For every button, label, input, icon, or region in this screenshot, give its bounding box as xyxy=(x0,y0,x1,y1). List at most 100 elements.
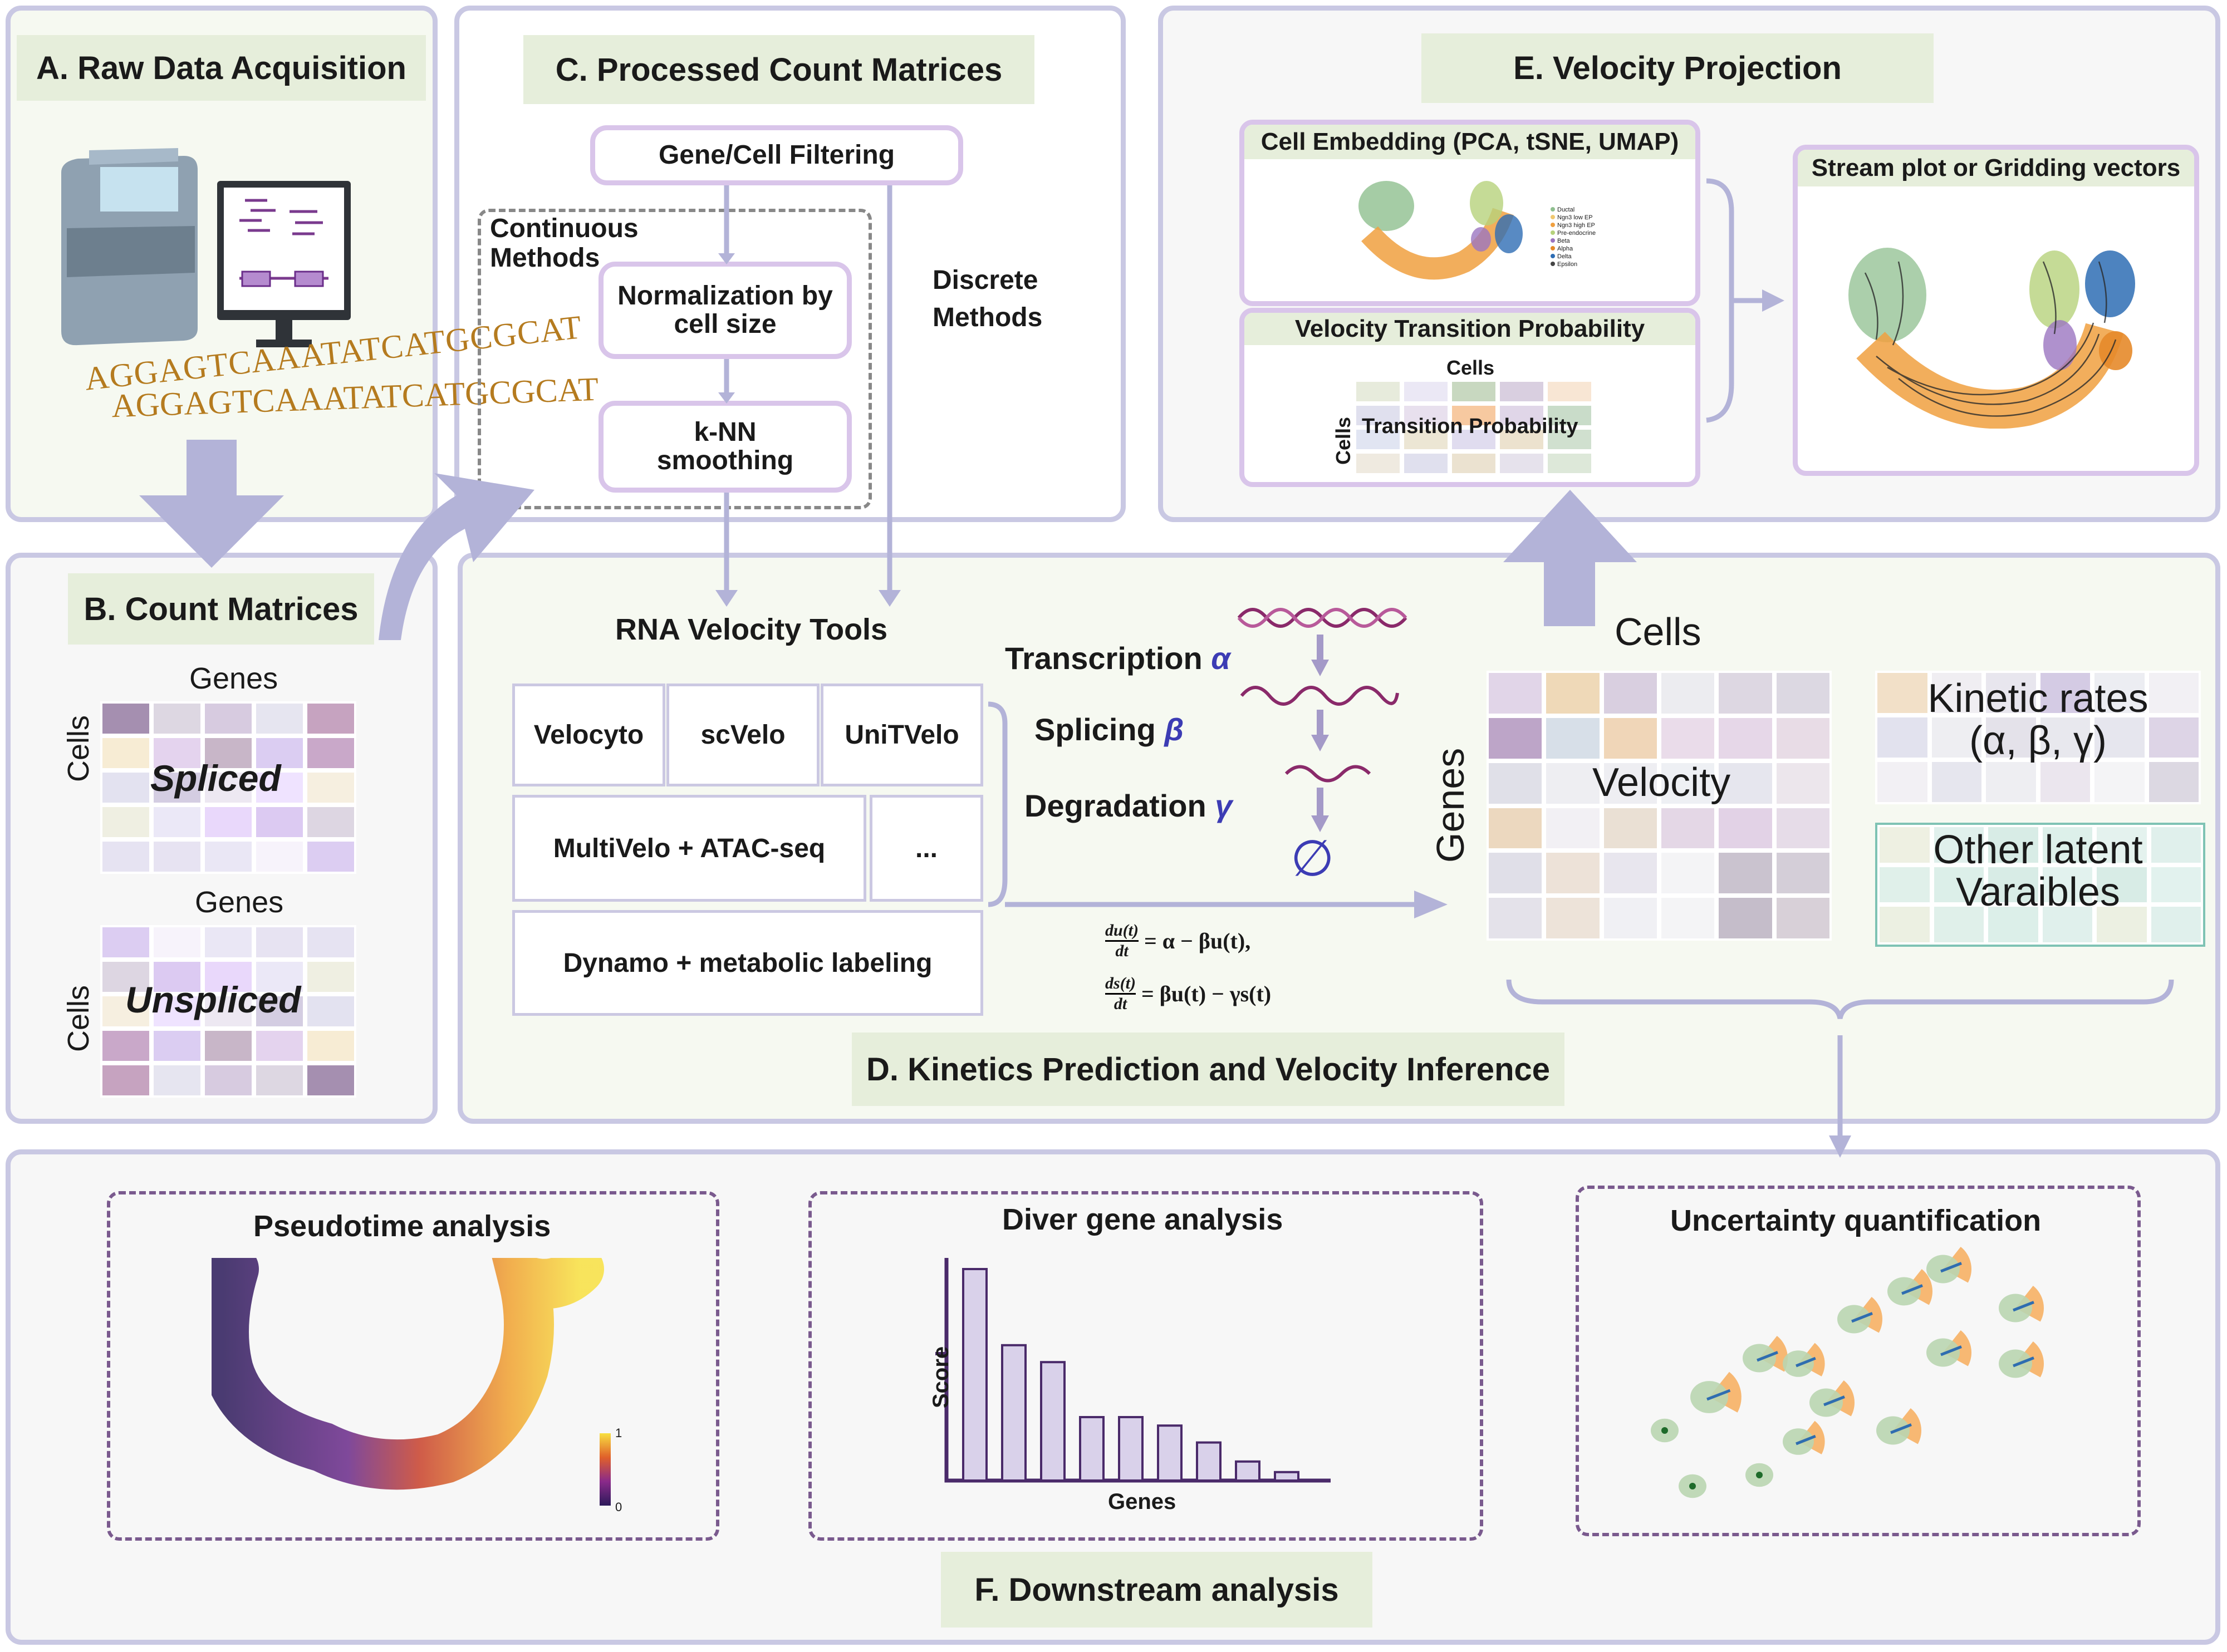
velocity-arrow xyxy=(1796,1434,1816,1446)
matrix-cell xyxy=(1929,671,1984,715)
matrix-cell xyxy=(1498,380,1546,404)
matrix-cell xyxy=(305,925,356,960)
matrix-cell xyxy=(305,805,356,839)
matrix-cell xyxy=(1546,427,1593,451)
matrix-cell xyxy=(151,805,203,839)
transition-prob-inner-label: Transition Probability xyxy=(1362,415,1578,438)
embedding-scatter xyxy=(1347,173,1559,289)
driver-gene-box xyxy=(808,1191,1483,1541)
matrix-cell xyxy=(100,1063,151,1098)
cell-embedding-label: Cell Embedding (PCA, tSNE, UMAP) xyxy=(1244,125,1695,160)
velocity-arrow xyxy=(1851,1312,1873,1323)
matrix-cell xyxy=(151,839,203,874)
matrix-cell xyxy=(1716,760,1774,806)
matrix-cell xyxy=(1402,404,1450,427)
score-axis-label: Score xyxy=(929,1346,953,1408)
spliced-matrix xyxy=(100,701,356,874)
matrix-cell xyxy=(203,925,254,960)
stream-plot-image xyxy=(1843,239,2155,429)
matrix-cell xyxy=(2092,671,2147,715)
matrix-cell xyxy=(1659,671,1717,716)
matrix-cell xyxy=(203,994,254,1029)
matrix-cell xyxy=(203,1063,254,1098)
matrix-cell xyxy=(100,960,151,994)
transcription-label: Transcription α xyxy=(1005,641,1231,676)
transition-prob-label: Velocity Transition Probability xyxy=(1244,313,1695,346)
matrix-cell xyxy=(1716,850,1774,896)
matrix-cell xyxy=(305,770,356,805)
score-bar xyxy=(1118,1416,1144,1482)
unspliced-cells-label: Cells xyxy=(62,985,95,1052)
transition-cells-label: Cells xyxy=(1446,356,1495,379)
matrix-cell xyxy=(254,701,305,736)
matrix-cell xyxy=(1544,805,1602,851)
matrix-cell xyxy=(2040,825,2094,865)
matrix-cell xyxy=(203,701,254,736)
matrix-cell xyxy=(1877,825,1932,865)
matrix-cell xyxy=(2148,904,2203,945)
matrix-cell xyxy=(203,960,254,994)
matrix-cell xyxy=(1774,671,1832,716)
matrix-cell xyxy=(1498,451,1546,475)
tool-unitvelo: UniTVelo xyxy=(821,684,983,786)
kinetic-rates-label: Kinetic rates (α, β, γ) xyxy=(1927,676,2148,763)
matrix-cell xyxy=(1659,760,1717,806)
transition-cells-vertical-label: Cells xyxy=(1332,416,1355,465)
matrix-cell xyxy=(1875,715,1930,760)
sequencer-icon xyxy=(56,128,356,362)
matrix-cell xyxy=(2040,904,2094,945)
matrix-cell xyxy=(2094,825,2149,865)
matrix-cell xyxy=(100,701,151,736)
spliced-genes-label: Genes xyxy=(189,662,278,695)
matrix-cell xyxy=(1774,760,1832,806)
panel-c xyxy=(454,6,1126,522)
matrix-cell xyxy=(100,1029,151,1063)
matrix-cell xyxy=(203,805,254,839)
matrix-cell xyxy=(1875,760,1930,804)
matrix-cell xyxy=(100,925,151,960)
velocity-matrix xyxy=(1487,671,1832,941)
matrix-cell xyxy=(1546,380,1593,404)
panel-b-title: B. Count Matrices xyxy=(68,573,374,645)
cell-nucleus xyxy=(1689,1483,1696,1489)
driver-gene-chart xyxy=(935,1258,1331,1483)
matrix-cell xyxy=(254,736,305,770)
matrix-cell xyxy=(1929,715,1984,760)
velocity-arrow xyxy=(1706,1389,1731,1401)
matrix-cell xyxy=(2038,760,2092,804)
matrix-cell xyxy=(151,701,203,736)
score-bar xyxy=(1157,1424,1183,1482)
matrix-cell xyxy=(1544,671,1602,716)
matrix-cell xyxy=(1487,850,1544,896)
matrix-cell xyxy=(203,1029,254,1063)
matrix-cell xyxy=(1450,427,1498,451)
matrix-cell xyxy=(305,736,356,770)
velocity-genes-label: Genes xyxy=(1429,748,1472,863)
gene-cell-filtering-box: Gene/Cell Filtering xyxy=(590,125,963,185)
velocity-arrow xyxy=(1901,1284,1923,1295)
unspliced-matrix xyxy=(100,925,356,1098)
rna-strands-icon xyxy=(1236,596,1409,896)
matrix-cell xyxy=(1716,896,1774,941)
matrix-cell xyxy=(1931,904,1986,945)
matrix-cell xyxy=(1450,404,1498,427)
matrix-cell xyxy=(1601,805,1659,851)
tool-more: ... xyxy=(870,795,983,902)
score-bar xyxy=(1196,1441,1222,1482)
matrix-cell xyxy=(1659,715,1717,761)
matrix-cell xyxy=(1716,715,1774,761)
tool-multivelo: MultiVelo + ATAC-seq xyxy=(512,795,866,902)
score-bar xyxy=(1274,1471,1299,1482)
matrix-cell xyxy=(254,994,305,1029)
matrix-cell xyxy=(100,770,151,805)
degradation-label: Degradation γ xyxy=(1024,788,1233,823)
matrix-cell xyxy=(1450,451,1498,475)
matrix-cell xyxy=(1487,671,1544,716)
legend-entry: Ngn3 low EP xyxy=(1551,214,1617,222)
panel-a-title: A. Raw Data Acquisition xyxy=(17,35,426,101)
kinetic-rates-matrix xyxy=(1875,671,2201,804)
continuous-methods-region xyxy=(478,209,872,509)
matrix-cell xyxy=(1402,380,1450,404)
matrix-cell xyxy=(254,770,305,805)
matrix-cell xyxy=(1774,715,1832,761)
